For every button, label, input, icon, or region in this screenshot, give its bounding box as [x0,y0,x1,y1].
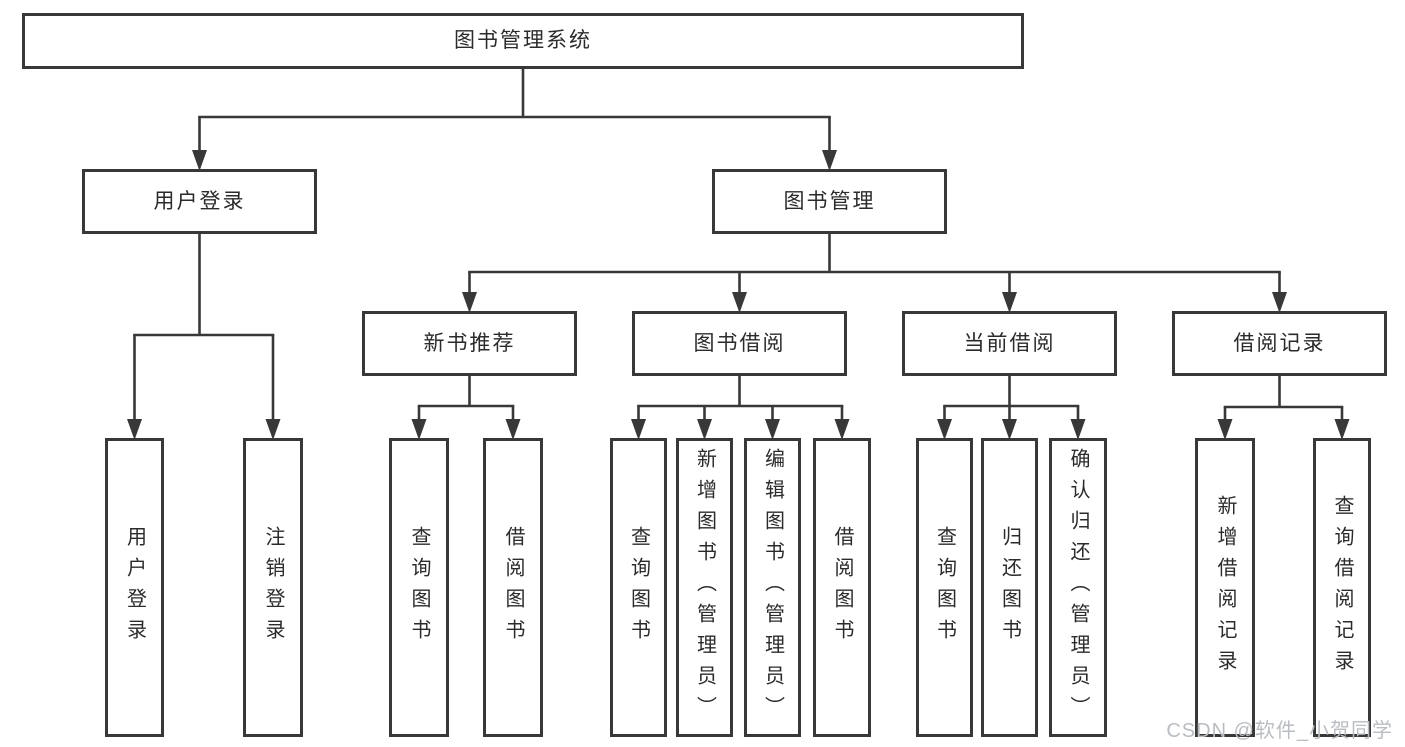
node-leaf-cb-confirm: 确认归还（管理员） [1049,438,1107,737]
node-leaf-bb-query: 查询图书 [610,438,667,737]
node-leaf-nr-query: 查询图书 [389,438,449,737]
node-label: 图书管理系统 [454,29,592,53]
node-label: 用户登录 [123,525,146,650]
node-label: 用户登录 [153,189,246,213]
node-leaf-cb-return: 归还图书 [981,438,1038,737]
node-label: 查询图书 [408,525,430,650]
node-leaf-logout: 注销登录 [243,438,303,737]
node-leaf-bb-edit: 编辑图书（管理员） [744,438,801,737]
node-label: 新增借阅记录 [1214,494,1236,681]
node-label: 借阅图书 [831,525,853,650]
node-leaf-bb-add: 新增图书（管理员） [676,438,733,737]
node-root: 图书管理系统 [22,13,1024,69]
node-leaf-bb-borrow: 借阅图书 [813,438,871,737]
node-label: 查询图书 [933,525,956,650]
node-user-login: 用户登录 [82,169,317,234]
node-leaf-user-login: 用户登录 [105,438,164,737]
node-label: 确认归还（管理员） [1067,448,1089,727]
node-label: 图书借阅 [693,331,786,355]
node-label: 图书管理 [783,189,876,213]
node-label: 查询借阅记录 [1331,494,1353,681]
node-label: 当前借阅 [963,331,1056,355]
node-label: 借阅图书 [502,525,524,650]
node-borrow-records: 借阅记录 [1172,311,1387,376]
node-leaf-nr-borrow: 借阅图书 [483,438,543,737]
node-label: 借阅记录 [1233,331,1326,355]
node-label: 新增图书（管理员） [693,448,716,727]
node-label: 查询图书 [627,525,650,650]
node-leaf-br-query: 查询借阅记录 [1313,438,1371,737]
node-label: 新书推荐 [423,331,516,355]
node-book-borrow: 图书借阅 [632,311,847,376]
node-label: 编辑图书（管理员） [761,448,784,727]
node-label: 归还图书 [998,525,1021,650]
node-leaf-cb-query: 查询图书 [916,438,973,737]
node-current-borrow: 当前借阅 [902,311,1117,376]
node-leaf-br-add: 新增借阅记录 [1195,438,1255,737]
node-label: 注销登录 [262,525,284,650]
node-new-rec: 新书推荐 [362,311,577,376]
node-book-mgmt: 图书管理 [712,169,947,234]
